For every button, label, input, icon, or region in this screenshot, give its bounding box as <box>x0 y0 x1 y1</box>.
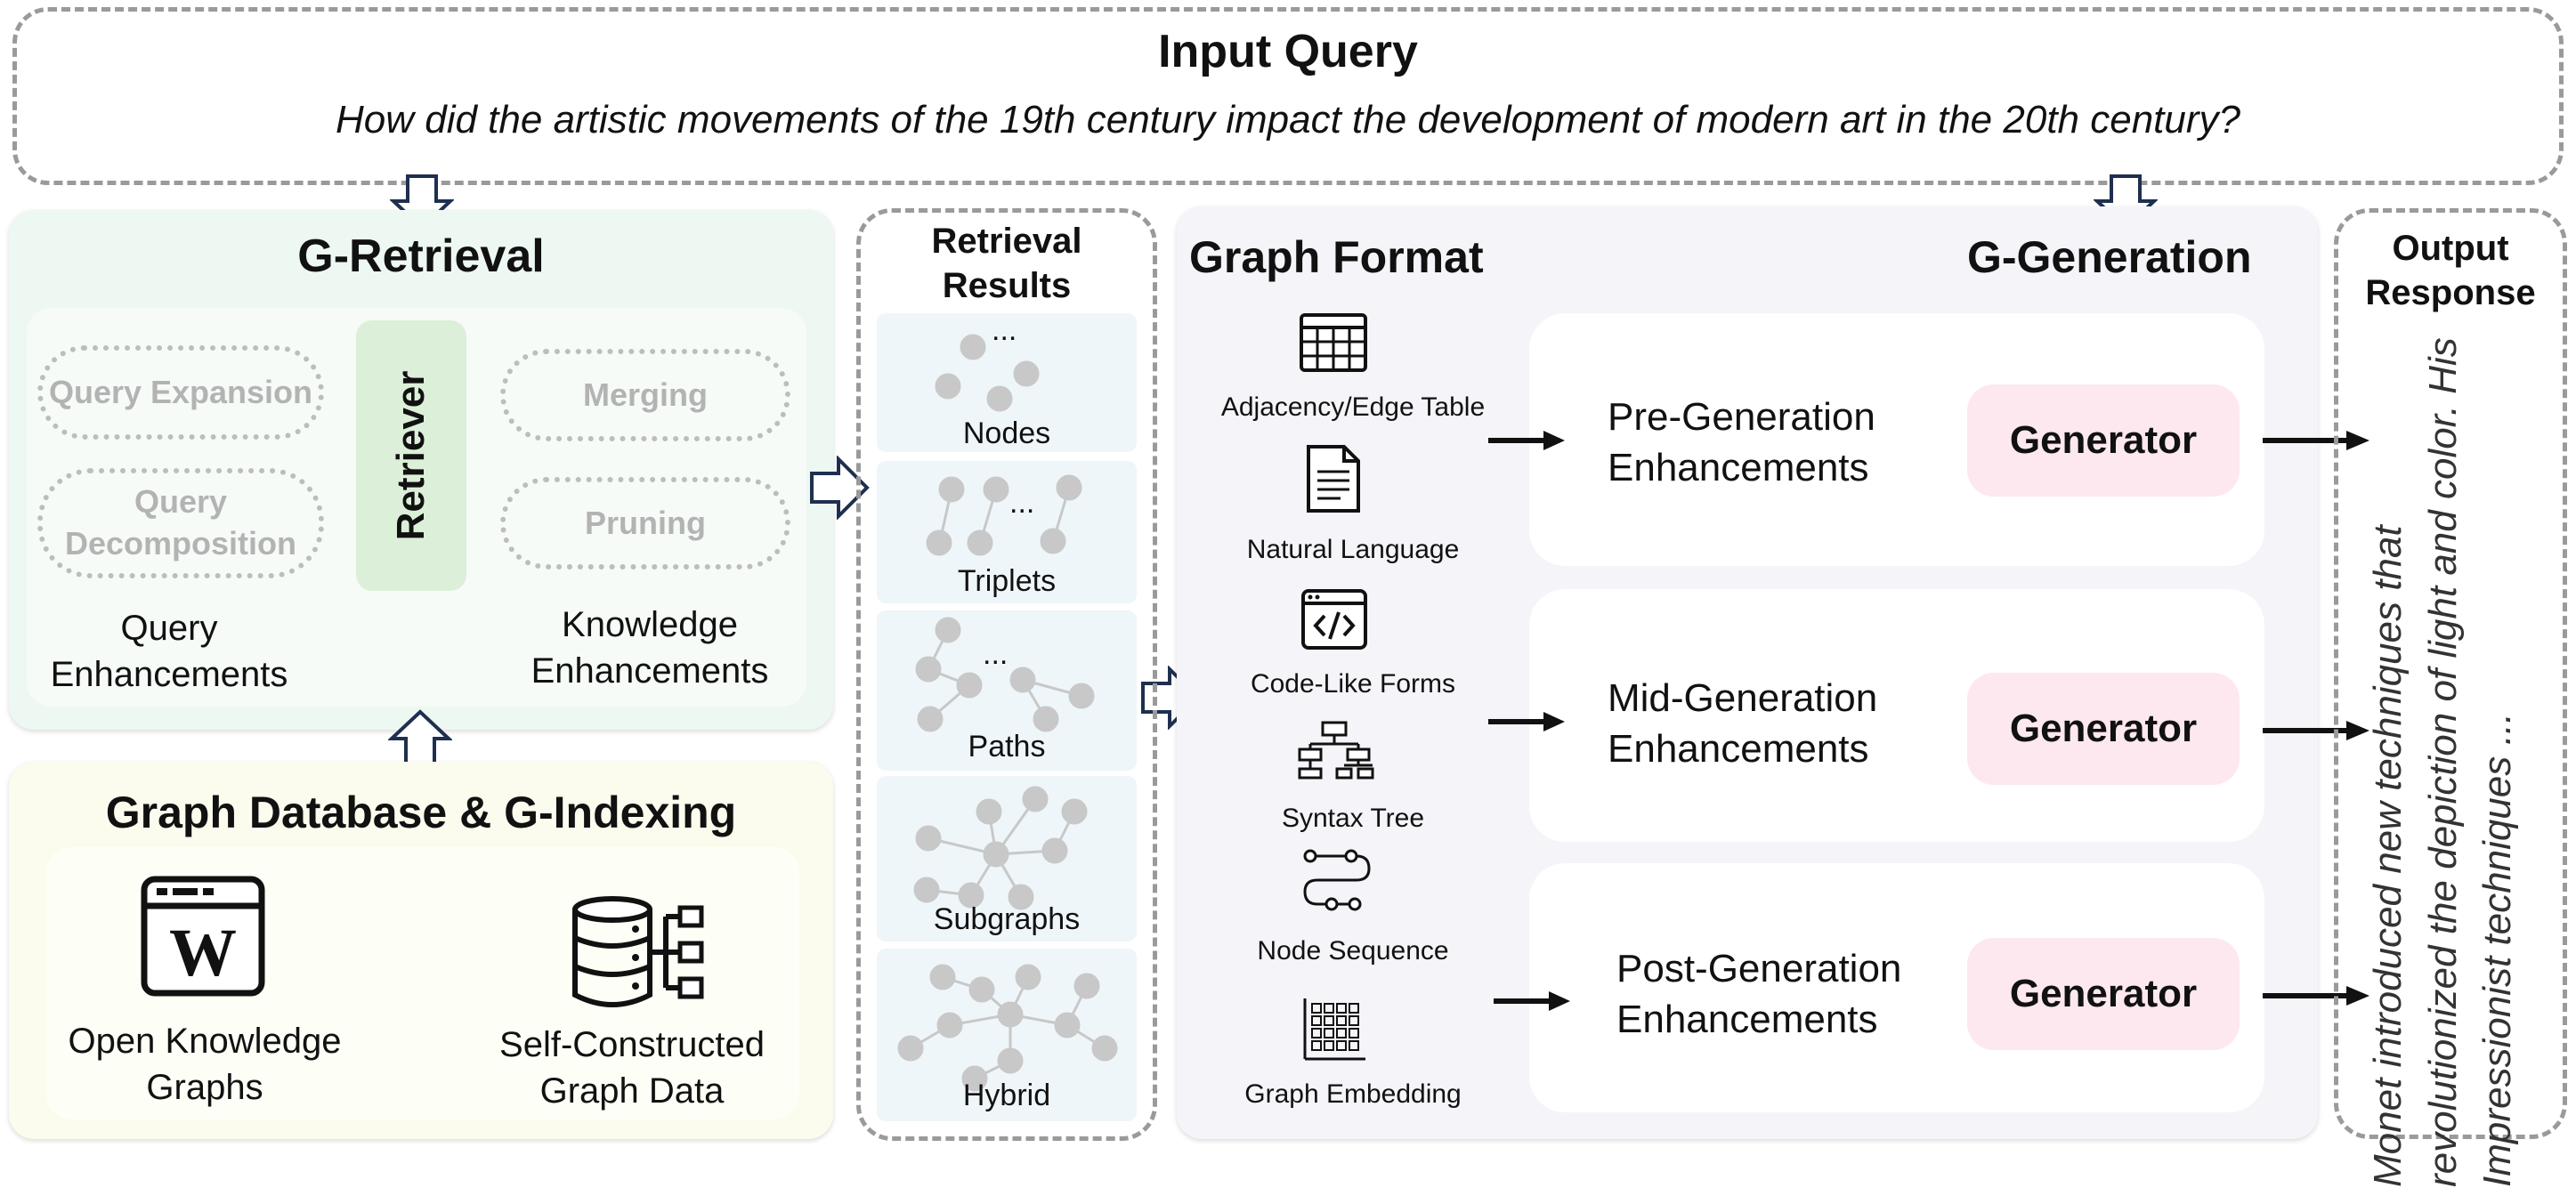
database-icon <box>572 896 704 1007</box>
retrieval-results-box <box>856 208 1157 1141</box>
svg-text:W: W <box>169 916 237 990</box>
g-generation-title: G-Generation <box>1967 232 2252 282</box>
post-generation-label: Post-Generation Enhancements <box>1616 947 1902 1042</box>
input-query-box <box>12 7 2564 185</box>
format-label-syntax-tree: Syntax Tree <box>1281 804 1425 833</box>
code-icon <box>1301 589 1367 650</box>
document-icon <box>1307 445 1360 513</box>
knowledge-enhancements-label: Knowledge Enhancements <box>531 605 769 691</box>
result-label-nodes: Nodes <box>962 416 1051 450</box>
merging-pill: Merging <box>500 349 790 441</box>
retriever-block <box>356 320 466 591</box>
result-label-triplets: Triplets <box>957 564 1057 598</box>
open-knowledge-graphs-label: Open Knowledge Graphs <box>68 1022 342 1107</box>
retriever-label: Retriever <box>389 370 433 541</box>
format-label-embedding: Graph Embedding <box>1244 1079 1462 1109</box>
result-label-hybrid: Hybrid <box>962 1079 1051 1112</box>
format-label-code: Code-Like Forms <box>1250 669 1456 699</box>
format-label-natural-language: Natural Language <box>1246 535 1460 564</box>
output-response-box <box>2334 208 2567 1139</box>
mid-generator-box: Generator <box>1967 673 2240 785</box>
right-arrow-icon <box>810 456 870 520</box>
self-constructed-label: Self-Constructed Graph Data <box>499 1025 765 1111</box>
query-decomposition-pill: Query Decomposition <box>37 468 324 578</box>
graph-format-title: Graph Format <box>1189 232 1484 282</box>
pre-generator-box: Generator <box>1967 384 2240 497</box>
web-page-icon: W <box>141 876 265 997</box>
pre-generation-label: Pre-Generation Enhancements <box>1608 395 1875 490</box>
input-query-title: Input Query <box>1158 26 1418 77</box>
result-tile-nodes <box>877 313 1137 452</box>
retrieval-results-title: Retrieval Results <box>931 222 1082 305</box>
query-expansion-pill: Query Expansion <box>37 345 324 440</box>
g-retrieval-title: G-Retrieval <box>297 230 545 282</box>
result-label-subgraphs: Subgraphs <box>933 902 1081 936</box>
mid-generation-label: Mid-Generation Enhancements <box>1608 676 1878 772</box>
result-label-paths: Paths <box>968 730 1046 764</box>
post-generator-box: Generator <box>1967 938 2240 1050</box>
nodes-ellipsis: ... <box>992 313 1017 347</box>
paths-ellipsis: ... <box>983 637 1009 671</box>
format-label-node-sequence: Node Sequence <box>1257 936 1449 966</box>
up-arrow-icon <box>388 709 452 765</box>
right-arrow-icon <box>1488 431 1565 450</box>
query-enhancements-label: Query Enhancements <box>50 609 288 694</box>
output-response-title: Output Response <box>2365 229 2536 312</box>
graph-database-title: Graph Database & G-Indexing <box>105 788 737 837</box>
pruning-pill: Pruning <box>500 477 790 570</box>
right-arrow-icon <box>1494 991 1570 1011</box>
sequence-icon <box>1303 849 1371 911</box>
output-response-text: Monet introduced new techniques that rev… <box>2366 337 2520 1187</box>
format-label-adjacency: Adjacency/Edge Table <box>1220 392 1486 422</box>
results-graphs <box>897 334 1118 1092</box>
input-query-text: How did the artistic movements of the 19… <box>335 98 2240 141</box>
table-icon <box>1300 313 1367 372</box>
embedding-icon <box>1303 998 1365 1061</box>
right-arrow-icon <box>1488 712 1565 731</box>
tree-icon <box>1298 721 1374 780</box>
result-tile-paths <box>877 610 1137 771</box>
triplets-ellipsis: ... <box>1009 486 1035 520</box>
